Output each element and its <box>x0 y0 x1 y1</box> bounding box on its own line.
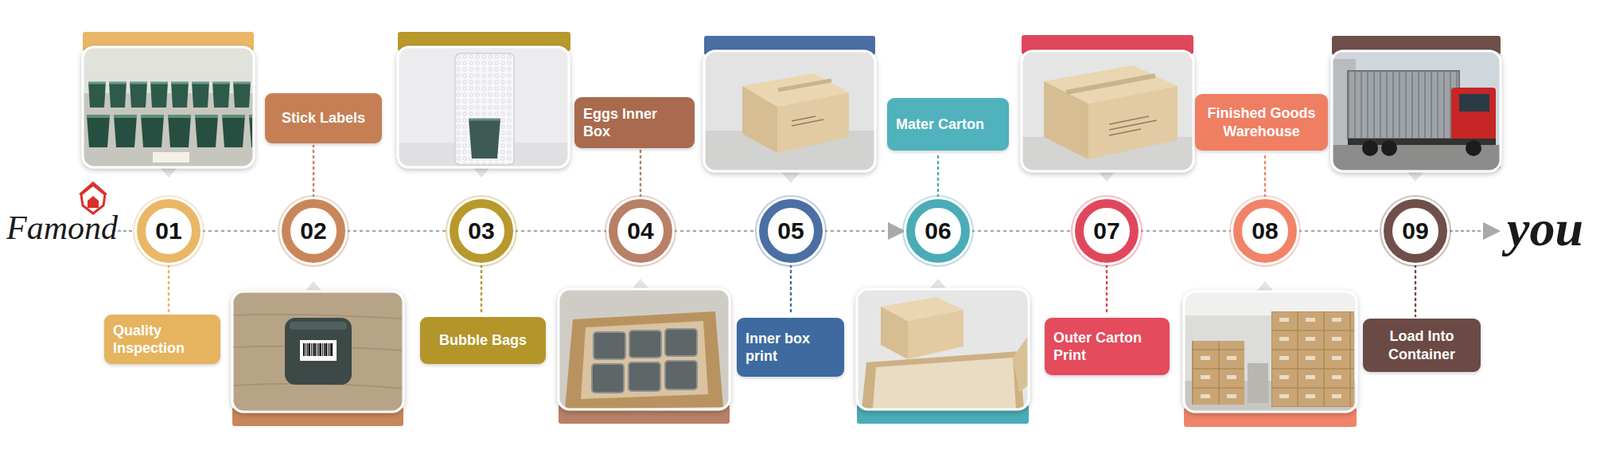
step-number: 02 <box>299 217 327 245</box>
step-label-box: Outer Carton Print <box>1044 317 1170 375</box>
timeline-line <box>515 229 607 233</box>
colour-bars <box>82 31 1501 427</box>
leader-line <box>937 152 940 197</box>
leader-line <box>1414 264 1418 316</box>
end-label: you <box>1506 198 1584 258</box>
step-circle: 06 <box>906 198 970 263</box>
photo-warehouse <box>1183 291 1357 412</box>
step-label: Inner box print <box>745 329 836 366</box>
step-number: 06 <box>924 217 951 245</box>
step-label-box: Inner box print <box>736 317 845 377</box>
leader-line <box>480 264 483 315</box>
step-circle: 09 <box>1383 198 1448 263</box>
photo-inner-box-print <box>704 50 876 172</box>
photo-outer-carton <box>1021 50 1194 172</box>
step-label: Eggs Inner Box <box>583 105 686 141</box>
photo-master-carton <box>856 288 1029 409</box>
photo-quality-inspection <box>82 46 254 168</box>
step-label-box: Stick Labels <box>264 93 382 144</box>
timeline-line <box>825 229 904 233</box>
leader-line <box>790 264 793 316</box>
step-label-box: Finished Goods Warehouse <box>1195 93 1328 151</box>
timeline-line <box>972 229 1073 233</box>
timeline-line <box>202 229 280 233</box>
leader-line <box>1105 264 1109 316</box>
step-label: Load Into Container <box>1371 327 1472 363</box>
step-circle: 04 <box>608 198 673 263</box>
step-label: Outer Carton Print <box>1053 328 1161 365</box>
photo-container-truck <box>1331 50 1501 172</box>
step-label-box: Load Into Container <box>1362 318 1481 372</box>
step-number: 01 <box>155 217 182 245</box>
step-number: 03 <box>467 217 495 245</box>
step-label: Bubble Bags <box>439 330 527 350</box>
step-number: 08 <box>1251 217 1278 245</box>
step-circle: 03 <box>449 198 514 263</box>
step-label-box: Quality Inspection <box>104 314 221 364</box>
leader-line <box>639 150 643 197</box>
step-circle: 08 <box>1233 198 1297 263</box>
leader-line <box>1264 152 1267 197</box>
photo-bubble-bag <box>397 46 571 168</box>
step-number: 04 <box>626 217 654 245</box>
timeline-line <box>1299 229 1382 233</box>
step-circle: 02 <box>281 198 346 263</box>
leader-line <box>167 264 171 312</box>
timeline-line <box>674 229 757 233</box>
step-number: 07 <box>1093 217 1120 245</box>
photo-inner-box <box>558 288 730 409</box>
step-number: 09 <box>1401 217 1429 245</box>
step-circle: 01 <box>136 198 201 263</box>
brand-logo-text: Famond <box>6 208 118 247</box>
step-label: Mater Carton <box>895 115 985 134</box>
timeline-line <box>1140 229 1231 233</box>
timeline-line <box>347 229 448 233</box>
step-label-box: Eggs Inner Box <box>574 97 695 148</box>
step-label: Finished Goods Warehouse <box>1203 104 1320 141</box>
step-circle: 05 <box>759 198 823 263</box>
step-label-box: Bubble Bags <box>420 316 546 364</box>
step-label-box: Mater Carton <box>887 97 1009 151</box>
step-label: Quality Inspection <box>112 321 212 358</box>
photo-pointers <box>159 166 1425 292</box>
photo-stick-labels <box>232 291 404 412</box>
logo-mark <box>79 182 107 214</box>
step-label: Stick Labels <box>281 109 366 128</box>
step-circle: 07 <box>1074 198 1139 263</box>
step-number: 05 <box>777 217 804 245</box>
leader-line <box>312 145 316 197</box>
